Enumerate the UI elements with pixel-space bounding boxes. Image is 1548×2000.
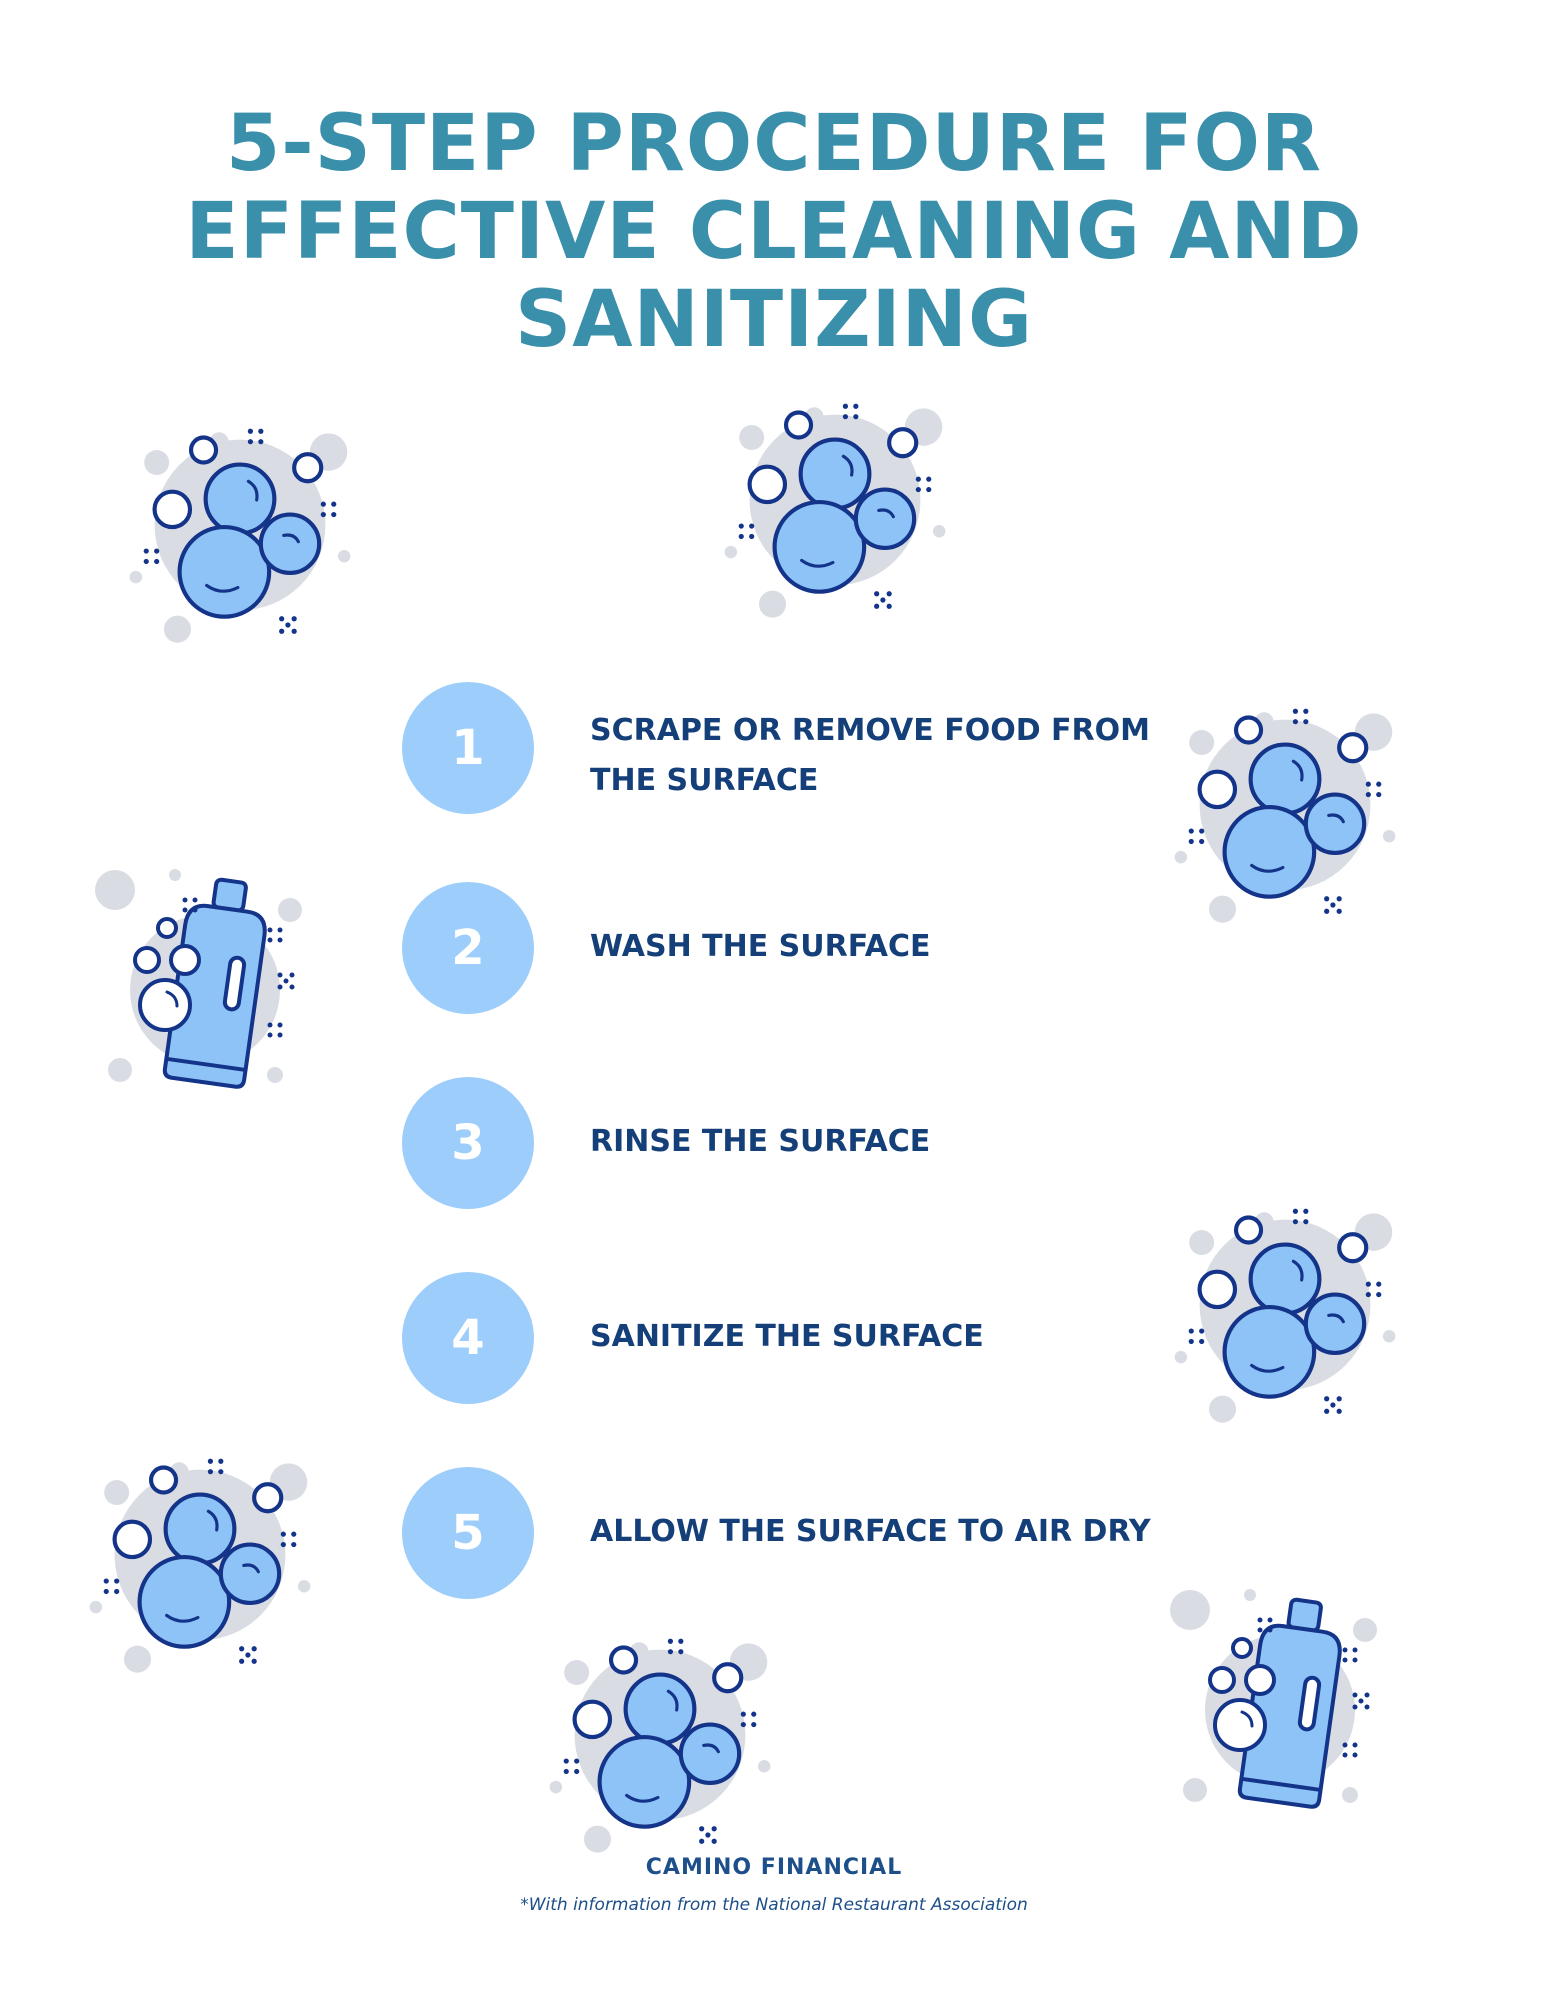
brand-name: CAMINO FINANCIAL bbox=[645, 1855, 903, 1880]
step-number-5: 5 bbox=[402, 1467, 534, 1599]
bubble-cluster-icon bbox=[115, 400, 365, 650]
soap-bottle-icon bbox=[85, 860, 325, 1120]
bubble-cluster-icon bbox=[75, 1430, 325, 1680]
step-number-4: 4 bbox=[402, 1272, 534, 1404]
step-label-1-line-2: THE SURFACE bbox=[590, 763, 819, 798]
bubble-cluster-icon bbox=[710, 375, 960, 625]
step-label-5: ALLOW THE SURFACE TO AIR DRY bbox=[590, 1514, 1151, 1549]
step-label-4: SANITIZE THE SURFACE bbox=[590, 1319, 984, 1354]
step-label-2: WASH THE SURFACE bbox=[590, 929, 931, 964]
bubble-cluster-icon bbox=[535, 1610, 785, 1860]
soap-bottle-icon bbox=[1160, 1580, 1400, 1840]
step-label-1-line-1: SCRAPE OR REMOVE FOOD FROM bbox=[590, 713, 1151, 748]
step-number-3: 3 bbox=[402, 1077, 534, 1209]
page-title-line-1: 5-STEP PROCEDURE FOR bbox=[226, 99, 1322, 189]
step-label-3: RINSE THE SURFACE bbox=[590, 1124, 931, 1159]
page-title: 5-STEP PROCEDURE FOR EFFECTIVE CLEANING … bbox=[0, 100, 1548, 364]
bubble-cluster-icon bbox=[1160, 680, 1410, 930]
step-number-1: 1 bbox=[402, 682, 534, 814]
bubble-cluster-icon bbox=[1160, 1180, 1410, 1430]
step-label-1: SCRAPE OR REMOVE FOOD FROM THE SURFACE bbox=[590, 706, 1150, 806]
source-note: *With information from the National Rest… bbox=[520, 1895, 1028, 1915]
page-title-line-3: SANITIZING bbox=[515, 275, 1033, 365]
page-title-line-2: EFFECTIVE CLEANING AND bbox=[185, 187, 1363, 277]
step-number-2: 2 bbox=[402, 882, 534, 1014]
